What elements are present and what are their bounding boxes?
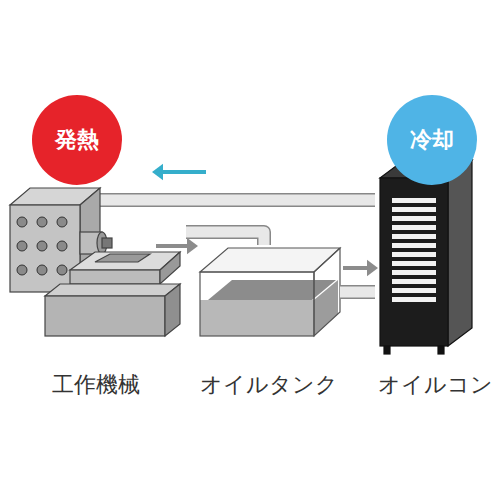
- cooler-label-box: オイルコン: [372, 150, 499, 400]
- knob: [37, 217, 47, 227]
- knob: [57, 241, 67, 251]
- flow-arrow-head: [187, 238, 198, 255]
- knob: [37, 265, 47, 275]
- pipe-outline: [340, 285, 375, 299]
- flow-arrow-shaft: [161, 170, 206, 174]
- flow-arrow-head: [367, 260, 378, 277]
- part-label: オイルタンク: [200, 372, 338, 400]
- knob: [57, 217, 67, 227]
- knob: [17, 241, 27, 251]
- flow-arrow-shaft: [343, 266, 369, 270]
- circle-label: 発熱: [55, 127, 99, 153]
- knob: [37, 241, 47, 251]
- oil-cooler: [380, 160, 472, 354]
- knob: [57, 265, 67, 275]
- knob: [17, 217, 27, 227]
- pipe-connector: [340, 260, 378, 292]
- flow-arrow-shaft: [156, 244, 189, 248]
- heat-circle: 発熱: [32, 95, 122, 185]
- pipe-body: [340, 287, 375, 298]
- pipe-outline: [186, 193, 375, 207]
- pipe-outline: [186, 232, 264, 245]
- flow-arrow-head: [152, 164, 163, 181]
- oil-tank: [200, 248, 340, 336]
- pipe-connector: [152, 164, 375, 200]
- part-label: 工作機械: [52, 372, 140, 400]
- pipe-body: [186, 232, 264, 245]
- pipe-connector: [156, 232, 264, 254]
- part-label: オイルコン: [378, 372, 493, 400]
- tank-label-box: オイルタンク: [194, 245, 344, 400]
- pipe-body: [186, 195, 375, 206]
- machine-tool: [10, 188, 186, 336]
- circle-label: 冷却: [410, 127, 454, 153]
- cool-circle: 冷却: [387, 95, 477, 185]
- machine-label-box: 工作機械: [5, 175, 186, 400]
- knob: [17, 265, 27, 275]
